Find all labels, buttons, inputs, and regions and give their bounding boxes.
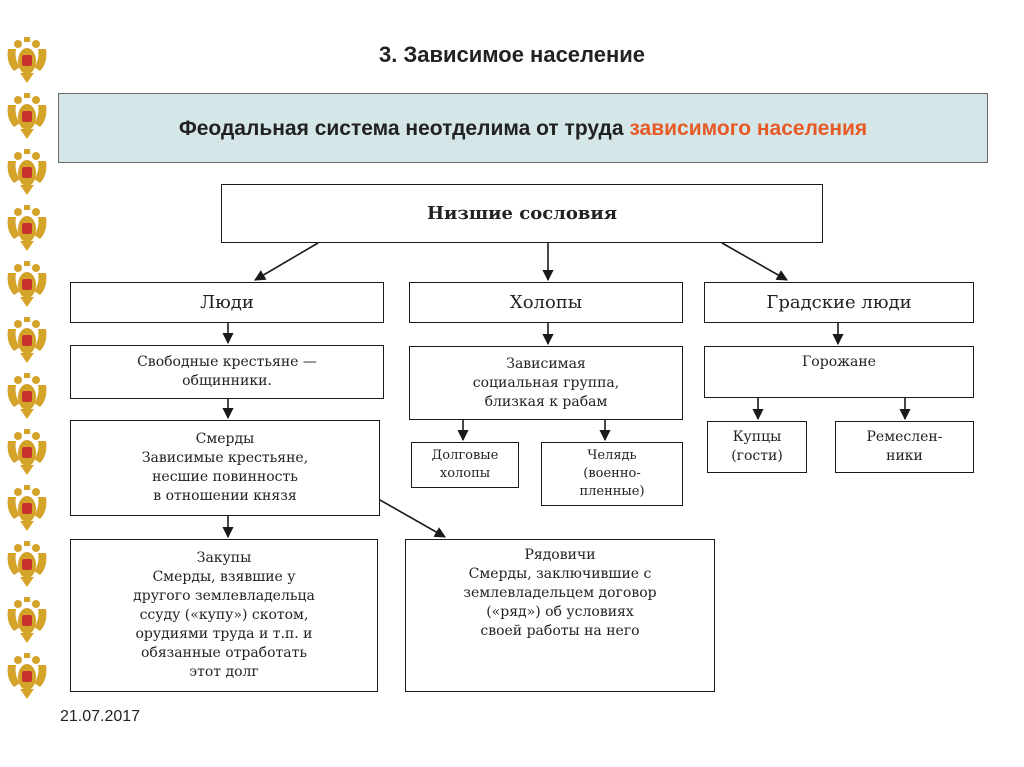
node-craftsmen: Ремеслен- ники: [835, 421, 974, 473]
coat-of-arms-icon: [7, 653, 47, 699]
node-free-peasants: Свободные крестьяне — общинники.: [70, 345, 384, 399]
coat-of-arms-icon: [7, 37, 47, 83]
thesis-highlight: зависимого населения: [629, 116, 868, 140]
node-ryadovichi: Рядовичи Смерды, заключившие с землевлад…: [405, 539, 715, 692]
coat-of-arms-icon: [7, 261, 47, 307]
node-merchants: Купцы (гости): [707, 421, 807, 473]
root-node-lower-estates: Низшие сословия: [221, 184, 823, 243]
coat-of-arms-icon: [7, 597, 47, 643]
coat-of-arms-icon: [7, 149, 47, 195]
thesis-main: Феодальная система неотделима от труда: [178, 116, 630, 140]
coat-of-arms-icon: [7, 541, 47, 587]
node-debt-kholopy: Долговые холопы: [411, 442, 519, 488]
node-ludi: Люди: [70, 282, 384, 323]
coat-of-arms-icon: [7, 429, 47, 475]
arrow-smerdy-to-ryadovichi: [379, 499, 446, 538]
coat-of-arms-icon: [7, 93, 47, 139]
arrow-root-to-grad: [721, 242, 788, 281]
node-chelyad: Челядь (военно- пленные): [541, 442, 683, 506]
node-kholopy: Холопы: [409, 282, 683, 323]
thesis-banner: Феодальная система неотделима от труда з…: [58, 93, 988, 163]
node-grad: Градские люди: [704, 282, 974, 323]
node-zakupy: Закупы Смерды, взявшие у другого землевл…: [70, 539, 378, 692]
node-kholopy-group: Зависимая социальная группа, близкая к р…: [409, 346, 683, 420]
coat-of-arms-icon: [7, 485, 47, 531]
coat-of-arms-strip: [0, 35, 56, 735]
coat-of-arms-icon: [7, 317, 47, 363]
coat-of-arms-icon: [7, 373, 47, 419]
slide-date: 21.07.2017: [60, 708, 141, 725]
thesis-text: Феодальная система неотделима от труда з…: [179, 113, 867, 144]
node-smerdy: Смерды Зависимые крестьяне, несшие повин…: [70, 420, 380, 516]
slide-title: 3. Зависимое население: [378, 42, 646, 67]
arrow-root-to-ludi: [254, 242, 319, 281]
coat-of-arms-icon: [7, 205, 47, 251]
node-townsfolk: Горожане: [704, 346, 974, 398]
